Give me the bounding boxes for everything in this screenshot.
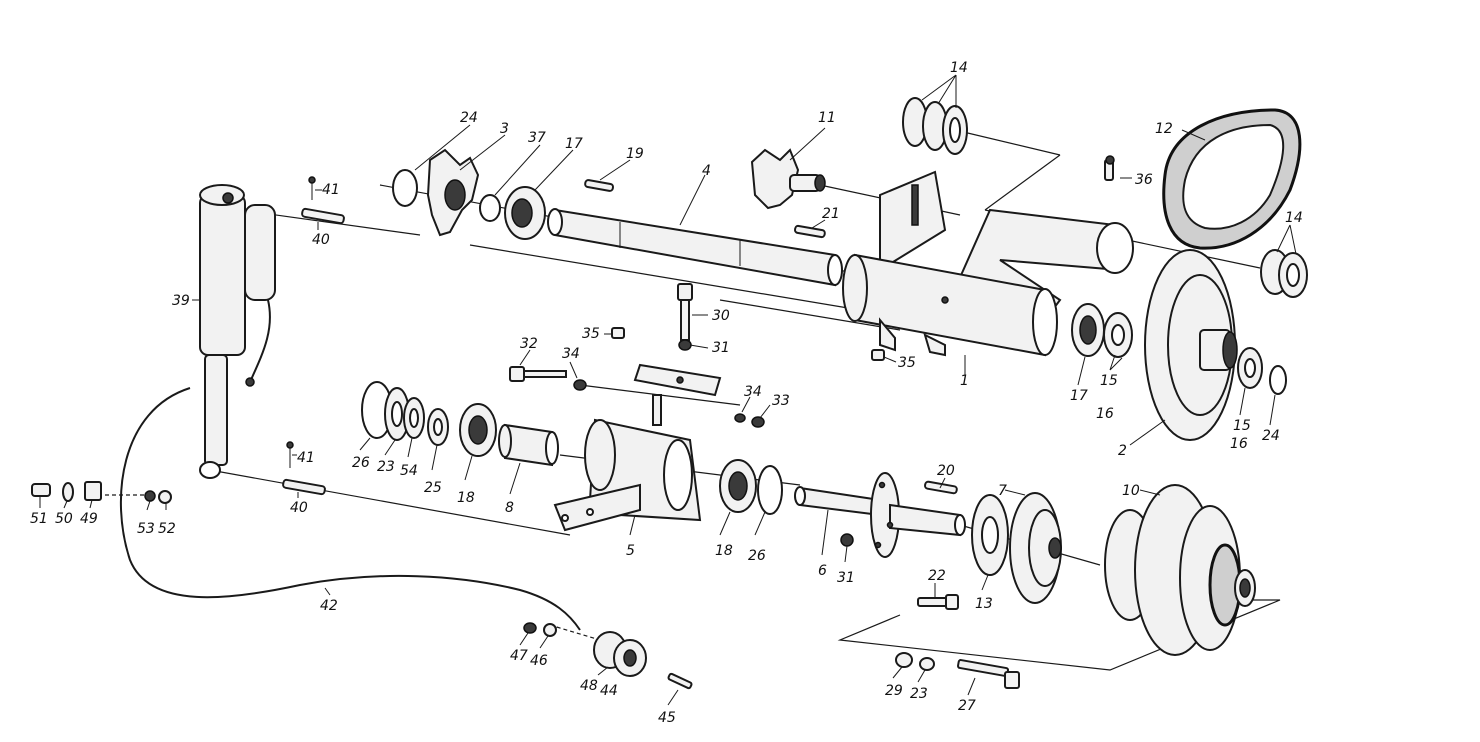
label-14: 14 — [1285, 210, 1303, 226]
label-26: 26 — [352, 455, 370, 471]
label-25: 25 — [424, 480, 442, 496]
label-46: 46 — [530, 653, 548, 669]
label-6: 6 — [818, 563, 827, 579]
main-shaft-4 — [547, 208, 843, 287]
bolt-27-set — [895, 652, 1020, 689]
label-45: 45 — [658, 710, 676, 726]
swing-arm-housing-1 — [842, 170, 1134, 357]
label-16: 16 — [1096, 406, 1114, 422]
label-21: 21 — [822, 206, 840, 222]
pin-40-lower — [282, 441, 326, 496]
label-17: 17 — [1070, 388, 1088, 404]
bearing-17-right — [1071, 303, 1133, 358]
label-32: 32 — [520, 336, 538, 352]
v-belt-12 — [1162, 108, 1302, 250]
label-19: 19 — [626, 146, 644, 162]
label-2: 2 — [1118, 443, 1127, 459]
bolt-30 — [677, 283, 693, 351]
label-51: 51 — [30, 511, 48, 527]
label-41: 41 — [297, 450, 315, 466]
label-18: 18 — [457, 490, 475, 506]
label-14: 14 — [950, 60, 968, 76]
label-27: 27 — [958, 698, 976, 714]
label-44: 44 — [600, 683, 618, 699]
bolt-36 — [1104, 155, 1115, 181]
label-24: 24 — [460, 110, 478, 126]
coupling-44 — [523, 622, 693, 690]
label-39: 39 — [172, 293, 190, 309]
label-10: 10 — [1122, 483, 1140, 499]
label-20: 20 — [937, 463, 955, 479]
upper-shaft-parts — [392, 148, 615, 240]
label-50: 50 — [55, 511, 73, 527]
label-33: 33 — [772, 393, 790, 409]
label-31: 31 — [837, 570, 855, 586]
label-47: 47 — [510, 648, 528, 664]
label-48: 48 — [580, 678, 598, 694]
label-23: 23 — [910, 686, 928, 702]
pulley-2 — [1144, 249, 1287, 441]
label-35: 35 — [582, 326, 600, 342]
label-41: 41 — [322, 182, 340, 198]
label-40: 40 — [312, 232, 330, 248]
left-shaft-stack — [361, 381, 559, 467]
label-40: 40 — [290, 500, 308, 516]
label-49: 49 — [80, 511, 98, 527]
label-53: 53 — [137, 521, 155, 537]
label-15: 15 — [1100, 373, 1118, 389]
sprocket-11 — [750, 148, 826, 210]
label-22: 22 — [928, 568, 946, 584]
label-15: 15 — [1233, 418, 1251, 434]
shaft-6 — [794, 472, 966, 558]
label-42: 42 — [320, 598, 338, 614]
bracket-5 — [553, 363, 765, 532]
linear-actuator — [199, 184, 276, 479]
label-35: 35 — [898, 355, 916, 371]
label-30: 30 — [712, 308, 730, 324]
label-34: 34 — [744, 384, 762, 400]
label-36: 36 — [1135, 172, 1153, 188]
bearing-18-lower — [719, 459, 783, 515]
label-5: 5 — [626, 543, 635, 559]
washers-14-upper — [902, 97, 968, 155]
bolt-35 — [611, 327, 885, 361]
label-11: 11 — [818, 110, 836, 126]
label-29: 29 — [885, 683, 903, 699]
pin-40-upper — [301, 176, 345, 225]
cable-42 — [119, 387, 581, 631]
cable-end-fasteners — [31, 481, 172, 504]
label-26: 26 — [748, 548, 766, 564]
label-1: 1 — [960, 373, 969, 389]
part-labels: 14 12 14 36 11 4 24 3 37 17 19 21 41 40 … — [30, 60, 1303, 726]
label-37: 37 — [528, 130, 546, 146]
label-12: 12 — [1155, 121, 1173, 137]
variable-pulley-10 — [1104, 484, 1256, 656]
label-31: 31 — [712, 340, 730, 356]
label-52: 52 — [158, 521, 176, 537]
label-34: 34 — [562, 346, 580, 362]
label-8: 8 — [505, 500, 514, 516]
pulley-7 — [917, 492, 1062, 610]
label-3: 3 — [500, 121, 509, 137]
bolt-32 — [509, 366, 587, 391]
label-24: 24 — [1262, 428, 1280, 444]
label-18: 18 — [715, 543, 733, 559]
label-7: 7 — [998, 483, 1007, 499]
label-17: 17 — [565, 136, 583, 152]
label-4: 4 — [702, 163, 711, 179]
label-16: 16 — [1230, 436, 1248, 452]
leader-lines — [39, 74, 1297, 706]
washers-14-right — [1260, 249, 1308, 298]
label-23: 23 — [377, 459, 395, 475]
label-13: 13 — [975, 596, 993, 612]
label-54: 54 — [400, 463, 418, 479]
